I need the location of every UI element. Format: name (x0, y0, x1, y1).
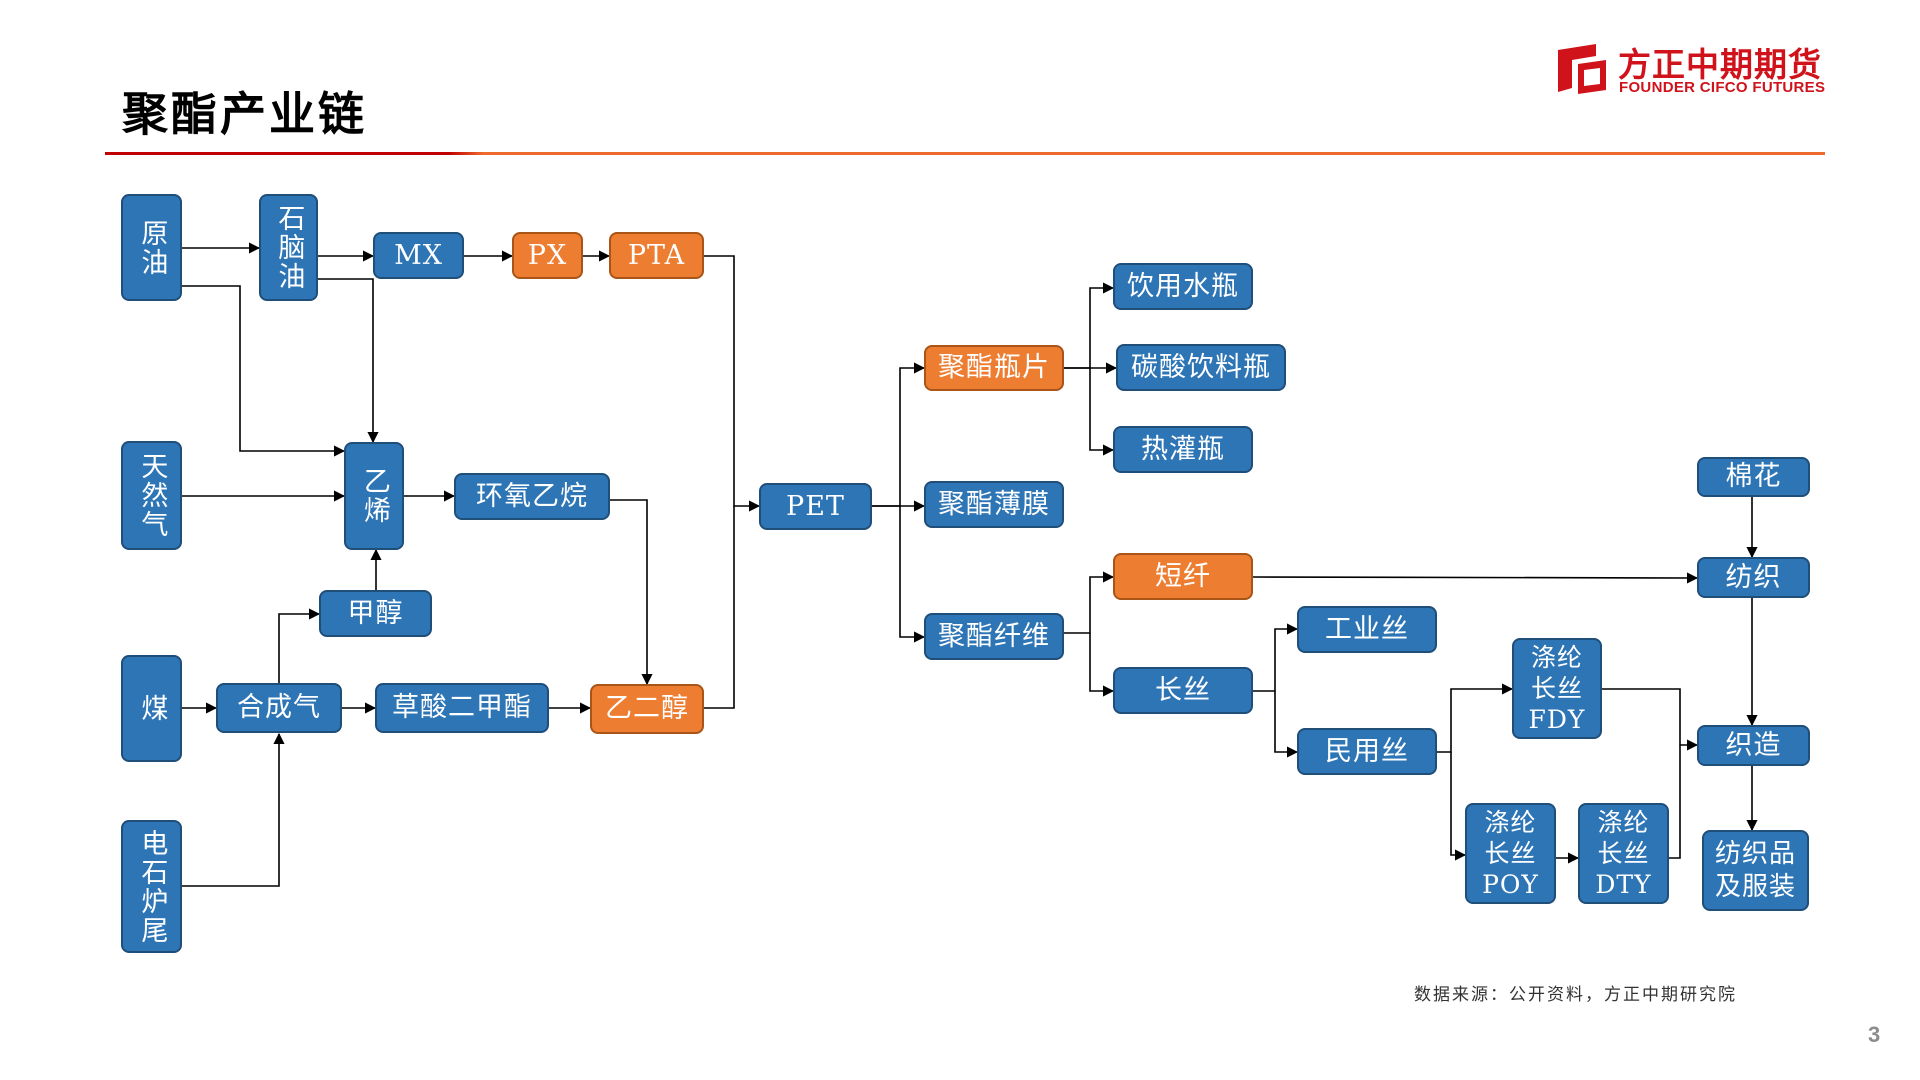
page-title: 聚酯产业链 (122, 87, 367, 141)
edge-fdy-weaving (1602, 688, 1699, 751)
edge-chips-hotfill (1089, 368, 1115, 456)
node-fdy: 涤纶 长丝 FDY (1512, 638, 1602, 739)
edge-naphtha-ethylene (318, 278, 379, 444)
logo-chinese-name: 方正中期期货 (1618, 45, 1822, 84)
node-polyester-chips: 聚酯瓶片 (924, 345, 1064, 391)
node-hot-fill-bottle: 热灌瓶 (1113, 426, 1253, 473)
node-textiles-apparel: 纺织品 及服装 (1702, 830, 1809, 911)
node-industrial-yarn: 工业丝 (1297, 606, 1437, 653)
node-ethylene-oxide: 环氧乙烷 (454, 473, 610, 520)
edge-pta-pet (704, 255, 761, 512)
edge-filament-industrial (1253, 623, 1299, 692)
node-naphtha: 石脑油 (259, 194, 318, 301)
node-cotton: 棉花 (1697, 457, 1810, 497)
edge-civil-poy (1450, 752, 1467, 861)
node-filament: 长丝 (1113, 667, 1253, 714)
edge-syngas-methanol (278, 608, 321, 683)
node-carbonated-bottle: 碳酸饮料瓶 (1116, 344, 1286, 391)
edge-fiber-staple (1064, 571, 1115, 634)
node-crude-oil: 原油 (121, 194, 182, 301)
edge-dty-weaving (1669, 745, 1681, 859)
edge-civil-fdy (1437, 683, 1514, 753)
edge-staple-spinning (1252, 572, 1699, 584)
node-ethylene-glycol: 乙二醇 (590, 684, 704, 734)
node-water-bottle: 饮用水瓶 (1113, 263, 1253, 310)
node-dty: 涤纶 长丝 DTY (1578, 803, 1669, 904)
node-poy: 涤纶 长丝 POY (1465, 803, 1556, 904)
data-source-note: 数据来源：公开资料，方正中期研究院 (1414, 985, 1737, 1005)
node-polyester-film: 聚酯薄膜 (924, 481, 1064, 528)
node-pet: PET (759, 483, 872, 530)
node-pta: PTA (609, 232, 704, 279)
node-methanol: 甲醇 (319, 590, 432, 637)
node-calcium-carbide-tail: 电石炉尾 (121, 820, 182, 953)
logo-english-name: FOUNDER CIFCO FUTURES (1619, 79, 1826, 96)
edge-fiber-filament (1089, 633, 1115, 697)
node-syngas: 合成气 (216, 683, 342, 733)
node-ethylene: 乙烯 (344, 442, 404, 550)
title-divider (105, 152, 1825, 155)
node-dimethyl-oxalate: 草酸二甲酯 (375, 683, 549, 733)
edge-eo-meg (610, 499, 653, 686)
node-spinning: 纺织 (1697, 557, 1810, 598)
node-civil-yarn: 民用丝 (1297, 728, 1437, 775)
founder-logo-icon (1558, 44, 1606, 94)
brand-logo: 方正中期期货 FOUNDER CIFCO FUTURES (1556, 38, 1836, 98)
edge-pet-chips (872, 362, 926, 507)
edge-chips-water (1064, 282, 1115, 369)
node-weaving: 织造 (1697, 725, 1810, 766)
edge-filament-civil (1274, 691, 1299, 758)
node-coal: 煤 (121, 655, 182, 762)
edge-crude-ethylene (182, 285, 346, 457)
node-px: PX (512, 232, 583, 279)
node-natural-gas: 天然气 (121, 441, 182, 550)
page-number: 3 (1868, 1022, 1881, 1047)
edge-pet-fiber (899, 506, 926, 643)
node-polyester-fiber: 聚酯纤维 (924, 613, 1064, 660)
edge-meg-pet (704, 506, 735, 709)
node-mx: MX (373, 232, 464, 279)
node-staple-fiber: 短纤 (1113, 553, 1253, 600)
edge-carbide-syngas (182, 732, 285, 887)
